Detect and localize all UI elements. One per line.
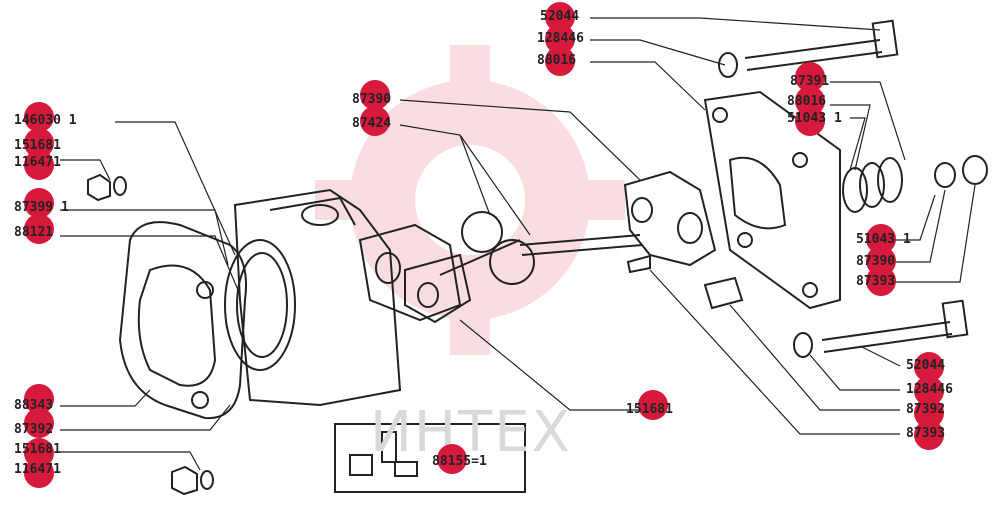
gear-housing — [358, 223, 472, 324]
gear-shafts — [439, 211, 651, 285]
callout-label: 52044 — [540, 9, 580, 24]
callout-marker — [360, 106, 390, 136]
callout-marker — [795, 106, 825, 136]
callout-label: 87393 — [906, 426, 946, 441]
callout-label: 88121 — [14, 225, 54, 240]
callout-label: 87391 — [790, 74, 830, 89]
callout-label: 51043 1 — [787, 111, 842, 126]
callout-label: 88155=1 — [432, 454, 487, 469]
callout-label: 87390 — [856, 254, 896, 269]
callout-marker — [437, 444, 467, 474]
callout-label: 151681 — [14, 442, 61, 457]
callout-marker — [24, 150, 54, 180]
pump-body — [233, 188, 402, 407]
callout-label: 88016 — [787, 94, 827, 109]
spring-assembly — [842, 155, 988, 213]
callout-label: 87399 1 — [14, 200, 69, 215]
callout-marker — [360, 80, 390, 110]
callout-marker — [545, 46, 575, 76]
watermark-text: ИНТЕХ — [370, 400, 572, 465]
callout-label: 146030 1 — [14, 113, 77, 128]
callout-marker — [24, 188, 54, 218]
callout-marker — [24, 102, 54, 132]
callout-label: 87392 — [906, 402, 946, 417]
callout-marker — [24, 458, 54, 488]
leader-lines — [60, 17, 976, 471]
callout-label: 87392 — [14, 422, 54, 437]
callout-label: 88016 — [537, 53, 577, 68]
callout-label: 151681 — [626, 402, 673, 417]
nuts — [87, 173, 214, 496]
callout-marker — [24, 214, 54, 244]
callout-marker — [866, 266, 896, 296]
callout-marker — [638, 390, 668, 420]
seal-kit-box — [334, 423, 526, 493]
gear-block — [623, 170, 744, 310]
gasket-ring — [224, 239, 296, 371]
callout-label: 87393 — [856, 274, 896, 289]
callout-label: 51043 1 — [856, 232, 911, 247]
watermark-gear-icon — [315, 45, 625, 355]
callout-label: 116471 — [14, 155, 61, 170]
callout-marker — [914, 420, 944, 450]
callout-label: 87390 — [352, 92, 392, 107]
callout-marker — [24, 408, 54, 438]
callout-label: 116471 — [14, 462, 61, 477]
pump-cover — [118, 221, 247, 420]
end-plate — [703, 90, 841, 310]
callout-label: 151681 — [14, 138, 61, 153]
bolts — [718, 19, 969, 358]
callout-label: 128446 — [906, 382, 953, 397]
callout-label: 128446 — [537, 31, 584, 46]
callout-label: 87424 — [352, 116, 392, 131]
callout-label: 52044 — [906, 358, 946, 373]
